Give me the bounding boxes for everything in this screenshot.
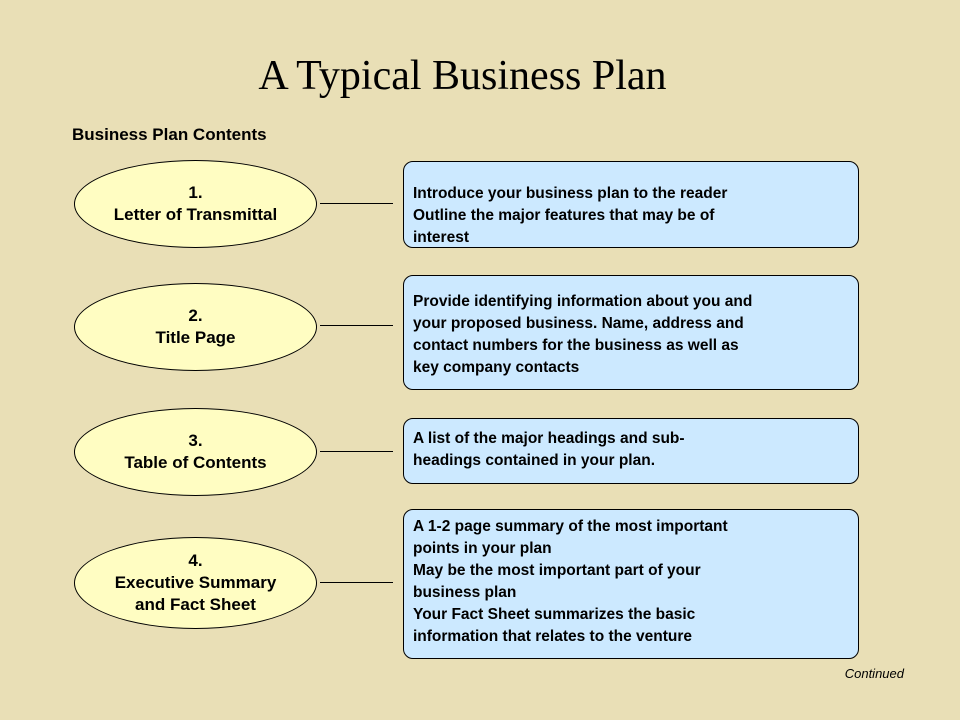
- section-3-connector: [320, 451, 393, 452]
- section-4-name-line-1: Executive Summary: [114, 573, 277, 592]
- section-1-desc-line-1: Introduce your business plan to the read…: [413, 185, 728, 202]
- section-3-name-line-1: Table of Contents: [124, 453, 267, 472]
- section-2-desc-line-1: Provide identifying information about yo…: [413, 293, 753, 310]
- section-4-desc-line-5: Your Fact Sheet summarizes the basic: [413, 606, 696, 623]
- section-2-number: 2.: [188, 306, 203, 325]
- section-4-desc-line-1: A 1-2 page summary of the most important: [413, 518, 728, 535]
- section-1-name-line-1: Letter of Transmittal: [113, 205, 278, 224]
- section-1-ellipse: 1. Letter of Transmittal: [74, 160, 317, 248]
- section-1-number: 1.: [188, 183, 203, 202]
- section-3-description-box: A list of the major headings and sub- he…: [403, 418, 859, 484]
- section-2-desc-line-4: key company contacts: [413, 359, 580, 376]
- section-1-desc-line-3: interest: [413, 229, 469, 246]
- section-4-desc-line-6: information that relates to the venture: [413, 628, 693, 645]
- section-2-desc-line-2: your proposed business. Name, address an…: [413, 315, 744, 332]
- section-4-number: 4.: [188, 551, 203, 570]
- section-2-description-box: Provide identifying information about yo…: [403, 275, 859, 390]
- section-1-desc-line-2: Outline the major features that may be o…: [413, 207, 715, 224]
- section-3-number: 3.: [188, 431, 203, 450]
- section-1-connector: [320, 203, 393, 204]
- section-3-ellipse: 3. Table of Contents: [74, 408, 317, 496]
- section-2-desc-line-3: contact numbers for the business as well…: [413, 337, 739, 354]
- section-4-description-box: A 1-2 page summary of the most important…: [403, 509, 859, 659]
- section-2-ellipse: 2. Title Page: [74, 283, 317, 371]
- section-4-desc-line-3: May be the most important part of your: [413, 562, 701, 579]
- section-2-name-line-1: Title Page: [155, 328, 236, 347]
- section-3-desc-line-1: A list of the major headings and sub-: [413, 430, 685, 447]
- continued-note: Continued: [844, 666, 904, 681]
- section-2-connector: [320, 325, 393, 326]
- section-4-name-line-2: and Fact Sheet: [135, 595, 256, 614]
- section-4-connector: [320, 582, 393, 583]
- section-1-description-box: Introduce your business plan to the read…: [403, 161, 859, 248]
- page-title: A Typical Business Plan: [258, 53, 667, 99]
- section-4-ellipse: 4. Executive Summary and Fact Sheet: [74, 537, 317, 629]
- section-4-desc-line-4: business plan: [413, 584, 517, 601]
- section-3-desc-line-2: headings contained in your plan.: [413, 452, 655, 469]
- section-subtitle: Business Plan Contents: [72, 125, 267, 144]
- section-4-desc-line-2: points in your plan: [413, 540, 552, 557]
